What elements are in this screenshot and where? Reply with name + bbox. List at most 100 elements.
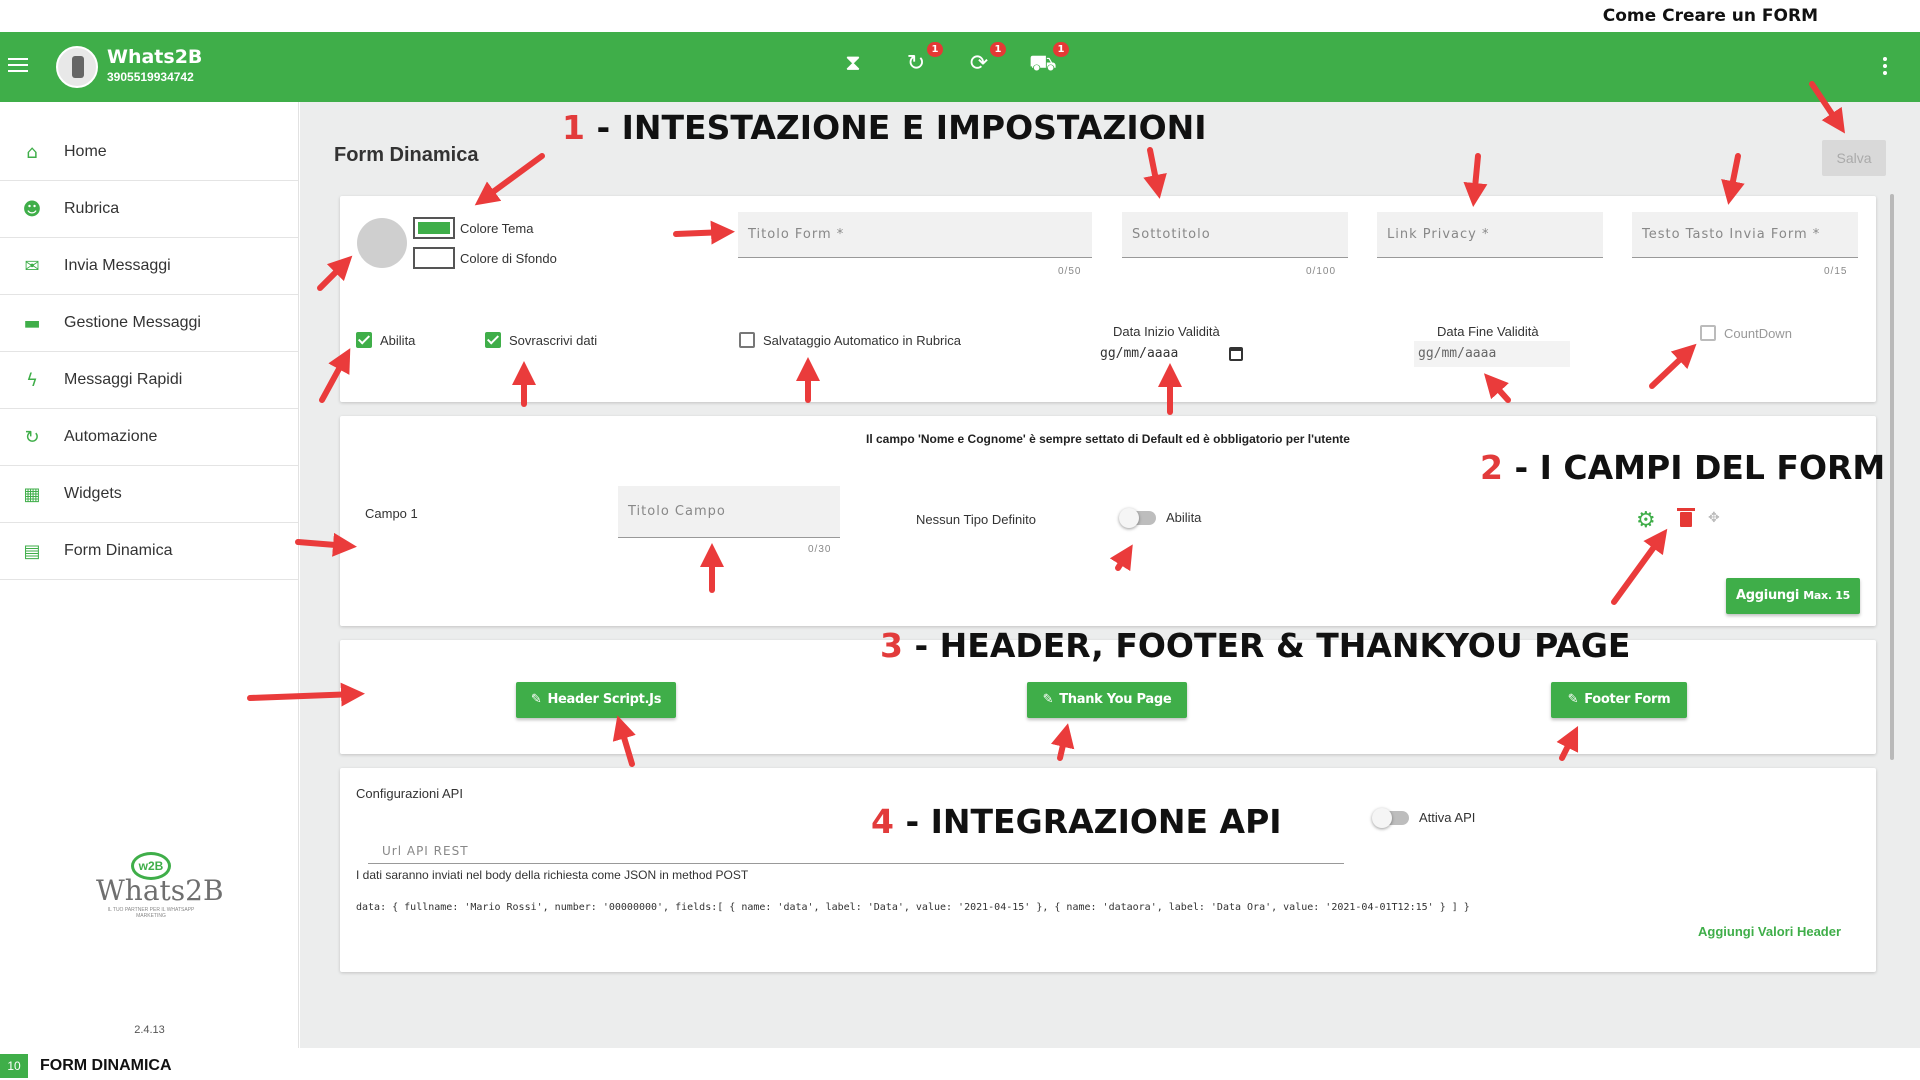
sidebar-item-messaggi-rapidi[interactable]: ϟ Messaggi Rapidi xyxy=(0,352,298,409)
notification-badge: 1 xyxy=(927,42,943,57)
field-title-input[interactable]: Titolo Campo xyxy=(618,486,840,538)
calendar-icon[interactable] xyxy=(1229,347,1243,361)
api-config-card: Configurazioni API Url API REST Attiva A… xyxy=(340,768,1876,972)
autosave-label: Salvataggio Automatico in Rubrica xyxy=(763,332,962,348)
privacy-link-field[interactable]: Link Privacy * xyxy=(1377,212,1603,258)
app-version: 2.4.13 xyxy=(134,1024,165,1036)
sidebar-item-label: Messaggi Rapidi xyxy=(64,371,183,388)
notification-badge: 1 xyxy=(1053,42,1069,57)
checkbox-unchecked-icon[interactable] xyxy=(739,332,755,348)
end-date-input[interactable]: gg/mm/aaaa xyxy=(1414,341,1570,367)
form-title-placeholder: Titolo Form * xyxy=(748,227,845,242)
submit-text-placeholder: Testo Tasto Invia Form * xyxy=(1642,227,1821,242)
sidebar-item-label: Rubrica xyxy=(64,200,120,217)
submit-text-field[interactable]: Testo Tasto Invia Form * xyxy=(1632,212,1858,258)
logo-preview[interactable] xyxy=(357,218,407,268)
sidebar-item-label: Form Dinamica xyxy=(64,542,173,559)
field-type-select[interactable]: Nessun Tipo Definito xyxy=(916,512,1036,527)
enable-checkbox[interactable]: Abilita xyxy=(356,332,415,348)
field-name-label: Campo 1 xyxy=(365,506,418,521)
bg-color-swatch[interactable] xyxy=(413,247,455,269)
api-enable-label: Attiva API xyxy=(1419,810,1476,825)
bg-color-label: Colore di Sfondo xyxy=(460,250,557,266)
checkbox-checked-icon[interactable] xyxy=(356,332,372,348)
checkbox-unchecked-icon[interactable] xyxy=(1700,325,1716,341)
sidebar-item-label: Invia Messaggi xyxy=(64,257,171,274)
history-icon[interactable]: ↻1 xyxy=(903,42,943,78)
hamburger-menu-icon[interactable] xyxy=(8,54,34,80)
form-title-counter: 0/50 xyxy=(1058,266,1082,277)
overwrite-label: Sovrascrivi dati xyxy=(509,332,598,348)
avatar[interactable] xyxy=(56,46,98,88)
subtitle-placeholder: Sottotitolo xyxy=(1132,227,1211,242)
app-bar: Whats2B 3905519934742 ⧗ ↻1 ⟳1 ⛟1 xyxy=(0,32,1920,102)
form-settings-card: Colore Tema Colore di Sfondo Titolo Form… xyxy=(340,196,1876,402)
pencil-icon: ✎ xyxy=(1567,692,1579,707)
annotation-4: 4 - INTEGRAZIONE API xyxy=(871,802,1282,841)
sync-icon[interactable]: ⟳1 xyxy=(966,42,1006,78)
start-date-label: Data Inizio Validità xyxy=(1113,324,1220,339)
theme-color-label: Colore Tema xyxy=(460,220,534,236)
sidebar-item-label: Automazione xyxy=(64,428,158,445)
form-title-field[interactable]: Titolo Form * xyxy=(738,212,1092,258)
bg-color-picker[interactable]: Colore di Sfondo xyxy=(413,247,557,269)
overwrite-checkbox[interactable]: Sovrascrivi dati xyxy=(485,332,597,348)
pencil-icon: ✎ xyxy=(1042,692,1054,707)
api-enable-toggle[interactable]: Attiva API xyxy=(1372,807,1476,828)
toggle-switch[interactable] xyxy=(1119,507,1156,528)
top-icon-group: ⧗ ↻1 ⟳1 ⛟1 xyxy=(840,42,1069,78)
add-header-values-link[interactable]: Aggiungi Valori Header xyxy=(1698,924,1842,939)
scrollbar[interactable] xyxy=(1890,194,1894,760)
submit-text-counter: 0/15 xyxy=(1824,266,1848,277)
field-enable-toggle[interactable]: Abilita xyxy=(1119,507,1201,528)
sidebar-item-widgets[interactable]: ▦Widgets xyxy=(0,466,298,523)
api-config-title: Configurazioni API xyxy=(356,786,463,801)
sidebar-item-form-dinamica[interactable]: ▤Form Dinamica xyxy=(0,523,298,580)
thank-you-page-button[interactable]: ✎Thank You Page xyxy=(1027,682,1187,718)
save-button[interactable]: Salva xyxy=(1822,140,1886,176)
drag-handle-icon[interactable]: ✥ xyxy=(1708,510,1720,526)
autorenew-icon: ↻ xyxy=(24,426,40,448)
header-script-button[interactable]: ✎Header Script.Js xyxy=(516,682,676,718)
start-date-input[interactable]: gg/mm/aaaa xyxy=(1100,346,1179,361)
flash-icon: ϟ xyxy=(26,369,38,391)
sidebar-item-home[interactable]: ⌂Home xyxy=(0,124,298,181)
hourglass-icon[interactable]: ⧗ xyxy=(845,51,861,76)
annotation-3: 3 - HEADER, FOOTER & THANKYOU PAGE xyxy=(880,626,1631,665)
sidebar-item-label: Home xyxy=(64,143,107,160)
toggle-switch[interactable] xyxy=(1372,807,1409,828)
subtitle-field[interactable]: Sottotitolo xyxy=(1122,212,1348,258)
theme-color-swatch[interactable] xyxy=(413,217,455,239)
autosave-checkbox[interactable]: Salvataggio Automatico in Rubrica xyxy=(739,332,961,348)
checkbox-checked-icon[interactable] xyxy=(485,332,501,348)
subtitle-counter: 0/100 xyxy=(1306,266,1337,277)
pencil-icon: ✎ xyxy=(530,692,542,707)
brand-name: Whats2B xyxy=(96,874,224,907)
sidebar-item-automazione[interactable]: ↻ Automazione xyxy=(0,409,298,466)
contacts-icon: ☻ xyxy=(22,198,42,220)
guide-title: Come Creare un FORM xyxy=(1602,6,1818,26)
scooter-icon[interactable]: ⛟1 xyxy=(1029,42,1069,78)
slide-title: FORM DINAMICA xyxy=(40,1057,172,1074)
notification-badge: 1 xyxy=(990,42,1006,57)
add-field-button[interactable]: Aggiungi Max. 15 xyxy=(1726,578,1860,614)
mail-icon: ✉ xyxy=(24,255,40,277)
sidebar-item-gestione-messaggi[interactable]: ▬Gestione Messaggi xyxy=(0,295,298,352)
sidebar-item-rubrica[interactable]: ☻ Rubrica xyxy=(0,181,298,238)
delete-icon[interactable] xyxy=(1680,512,1692,527)
theme-color-picker[interactable]: Colore Tema xyxy=(413,217,533,239)
gear-icon[interactable]: ⚙ xyxy=(1636,508,1656,533)
sidebar: ⌂Home ☻ Rubrica ✉ Invia Messaggi ▬Gestione… xyxy=(0,102,299,1048)
api-url-input[interactable]: Url API REST xyxy=(368,836,1344,864)
sidebar-item-invia-messaggi[interactable]: ✉ Invia Messaggi xyxy=(0,238,298,295)
page-scripts-card: ✎Header Script.Js ✎Thank You Page ✎Foote… xyxy=(340,640,1876,754)
more-vert-icon[interactable] xyxy=(1880,54,1890,78)
countdown-label: CountDown xyxy=(1724,325,1792,341)
api-info-text: I dati saranno inviati nel body della ri… xyxy=(356,868,749,882)
countdown-checkbox[interactable]: CountDown xyxy=(1700,325,1792,341)
widgets-icon: ▦ xyxy=(23,483,41,505)
brand-logo: w2B Whats2B IL TUO PARTNER PER IL WHATSA… xyxy=(96,852,224,919)
annotation-1: 1 - INTESTAZIONE E IMPOSTAZIONI xyxy=(562,108,1207,147)
slide-footer: 10 FORM DINAMICA xyxy=(0,1052,1920,1080)
footer-form-button[interactable]: ✎Footer Form xyxy=(1551,682,1687,718)
